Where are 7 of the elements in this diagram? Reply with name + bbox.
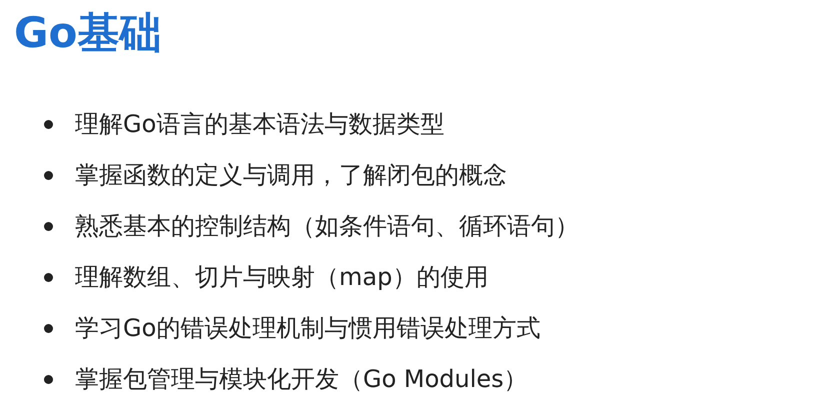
list-item-text: 熟悉基本的控制结构（如条件语句、循环语句） [75, 211, 579, 242]
list-item-text: 学习Go的错误处理机制与惯用错误处理方式 [75, 313, 540, 344]
list-item-text: 掌握函数的定义与调用，了解闭包的概念 [75, 160, 507, 191]
list-item-text: 理解数组、切片与映射（map）的使用 [75, 262, 488, 293]
page-title: Go基础 [14, 7, 162, 59]
list-item-text: 掌握包管理与模块化开发（Go Modules） [75, 364, 528, 395]
list-item-text: 理解Go语言的基本语法与数据类型 [75, 109, 444, 140]
